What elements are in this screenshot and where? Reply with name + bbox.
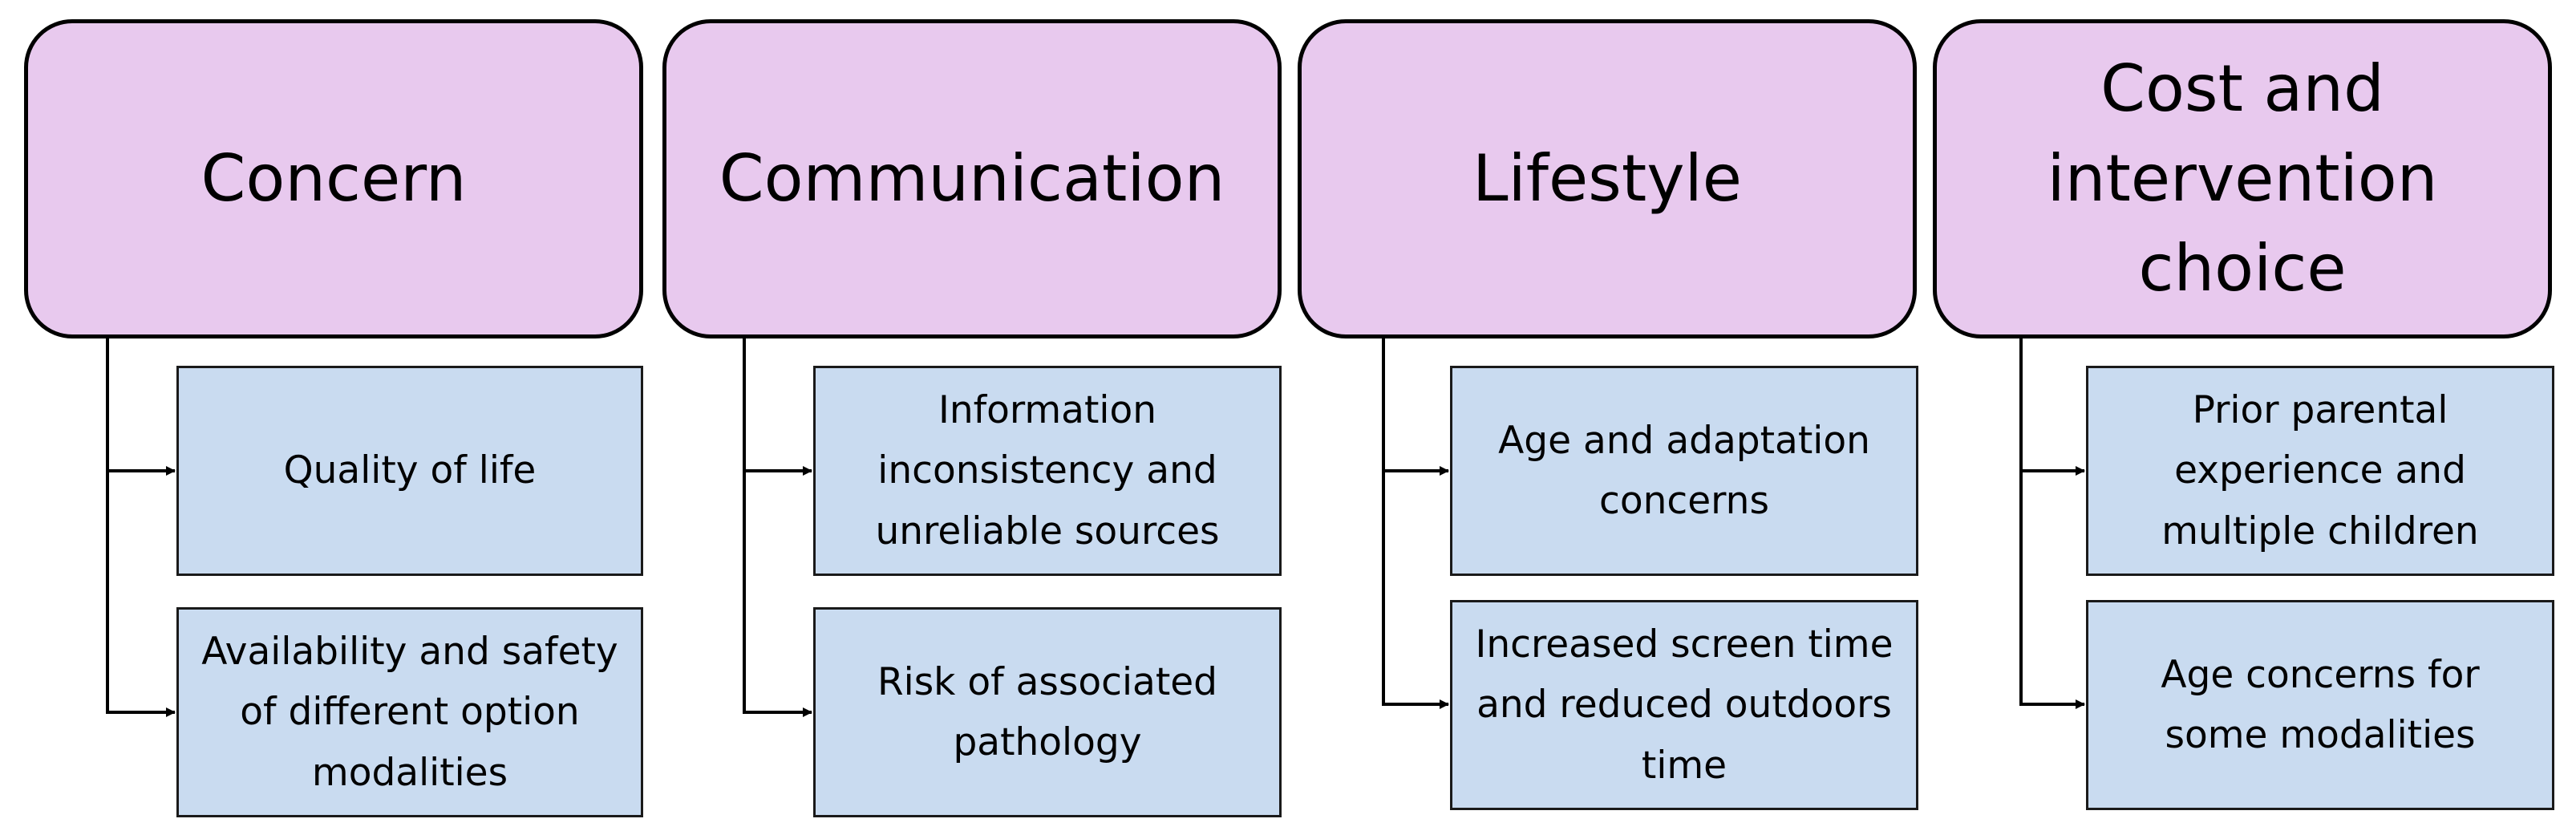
subtheme-age-adaptation: Age and adaptation concerns (1450, 366, 1918, 576)
subtheme-label: Age concerns for some modalities (2161, 652, 2480, 757)
header-lifestyle-label: Lifestyle (1472, 141, 1742, 216)
subtheme-information-inconsistency: Information inconsistency and unreliable… (813, 366, 1282, 576)
header-concern-label: Concern (200, 141, 467, 216)
subtheme-label: Availability and safety of different opt… (201, 630, 618, 795)
subtheme-quality-of-life: Quality of life (176, 366, 643, 576)
subtheme-screen-time: Increased screen time and reduced outdoo… (1450, 600, 1918, 810)
subtheme-label: Information inconsistency and unreliable… (875, 388, 1220, 553)
subtheme-age-modalities: Age concerns for some modalities (2086, 600, 2554, 810)
header-lifestyle: Lifestyle (1298, 19, 1917, 338)
header-communication: Communication (662, 19, 1282, 338)
header-cost-intervention: Cost and intervention choice (1933, 19, 2552, 338)
subtheme-label: Quality of life (283, 448, 537, 493)
subtheme-risk-pathology: Risk of associated pathology (813, 607, 1282, 817)
header-communication-label: Communication (719, 141, 1225, 216)
subtheme-label: Prior parental experience and multiple c… (2161, 388, 2479, 553)
header-cost-intervention-label: Cost and intervention choice (2047, 51, 2438, 306)
subtheme-label: Increased screen time and reduced outdoo… (1475, 622, 1894, 788)
subtheme-availability-safety: Availability and safety of different opt… (176, 607, 643, 817)
header-concern: Concern (24, 19, 643, 338)
subtheme-label: Age and adaptation concerns (1498, 418, 1870, 523)
subtheme-prior-parental-experience: Prior parental experience and multiple c… (2086, 366, 2554, 576)
subtheme-label: Risk of associated pathology (877, 659, 1217, 764)
